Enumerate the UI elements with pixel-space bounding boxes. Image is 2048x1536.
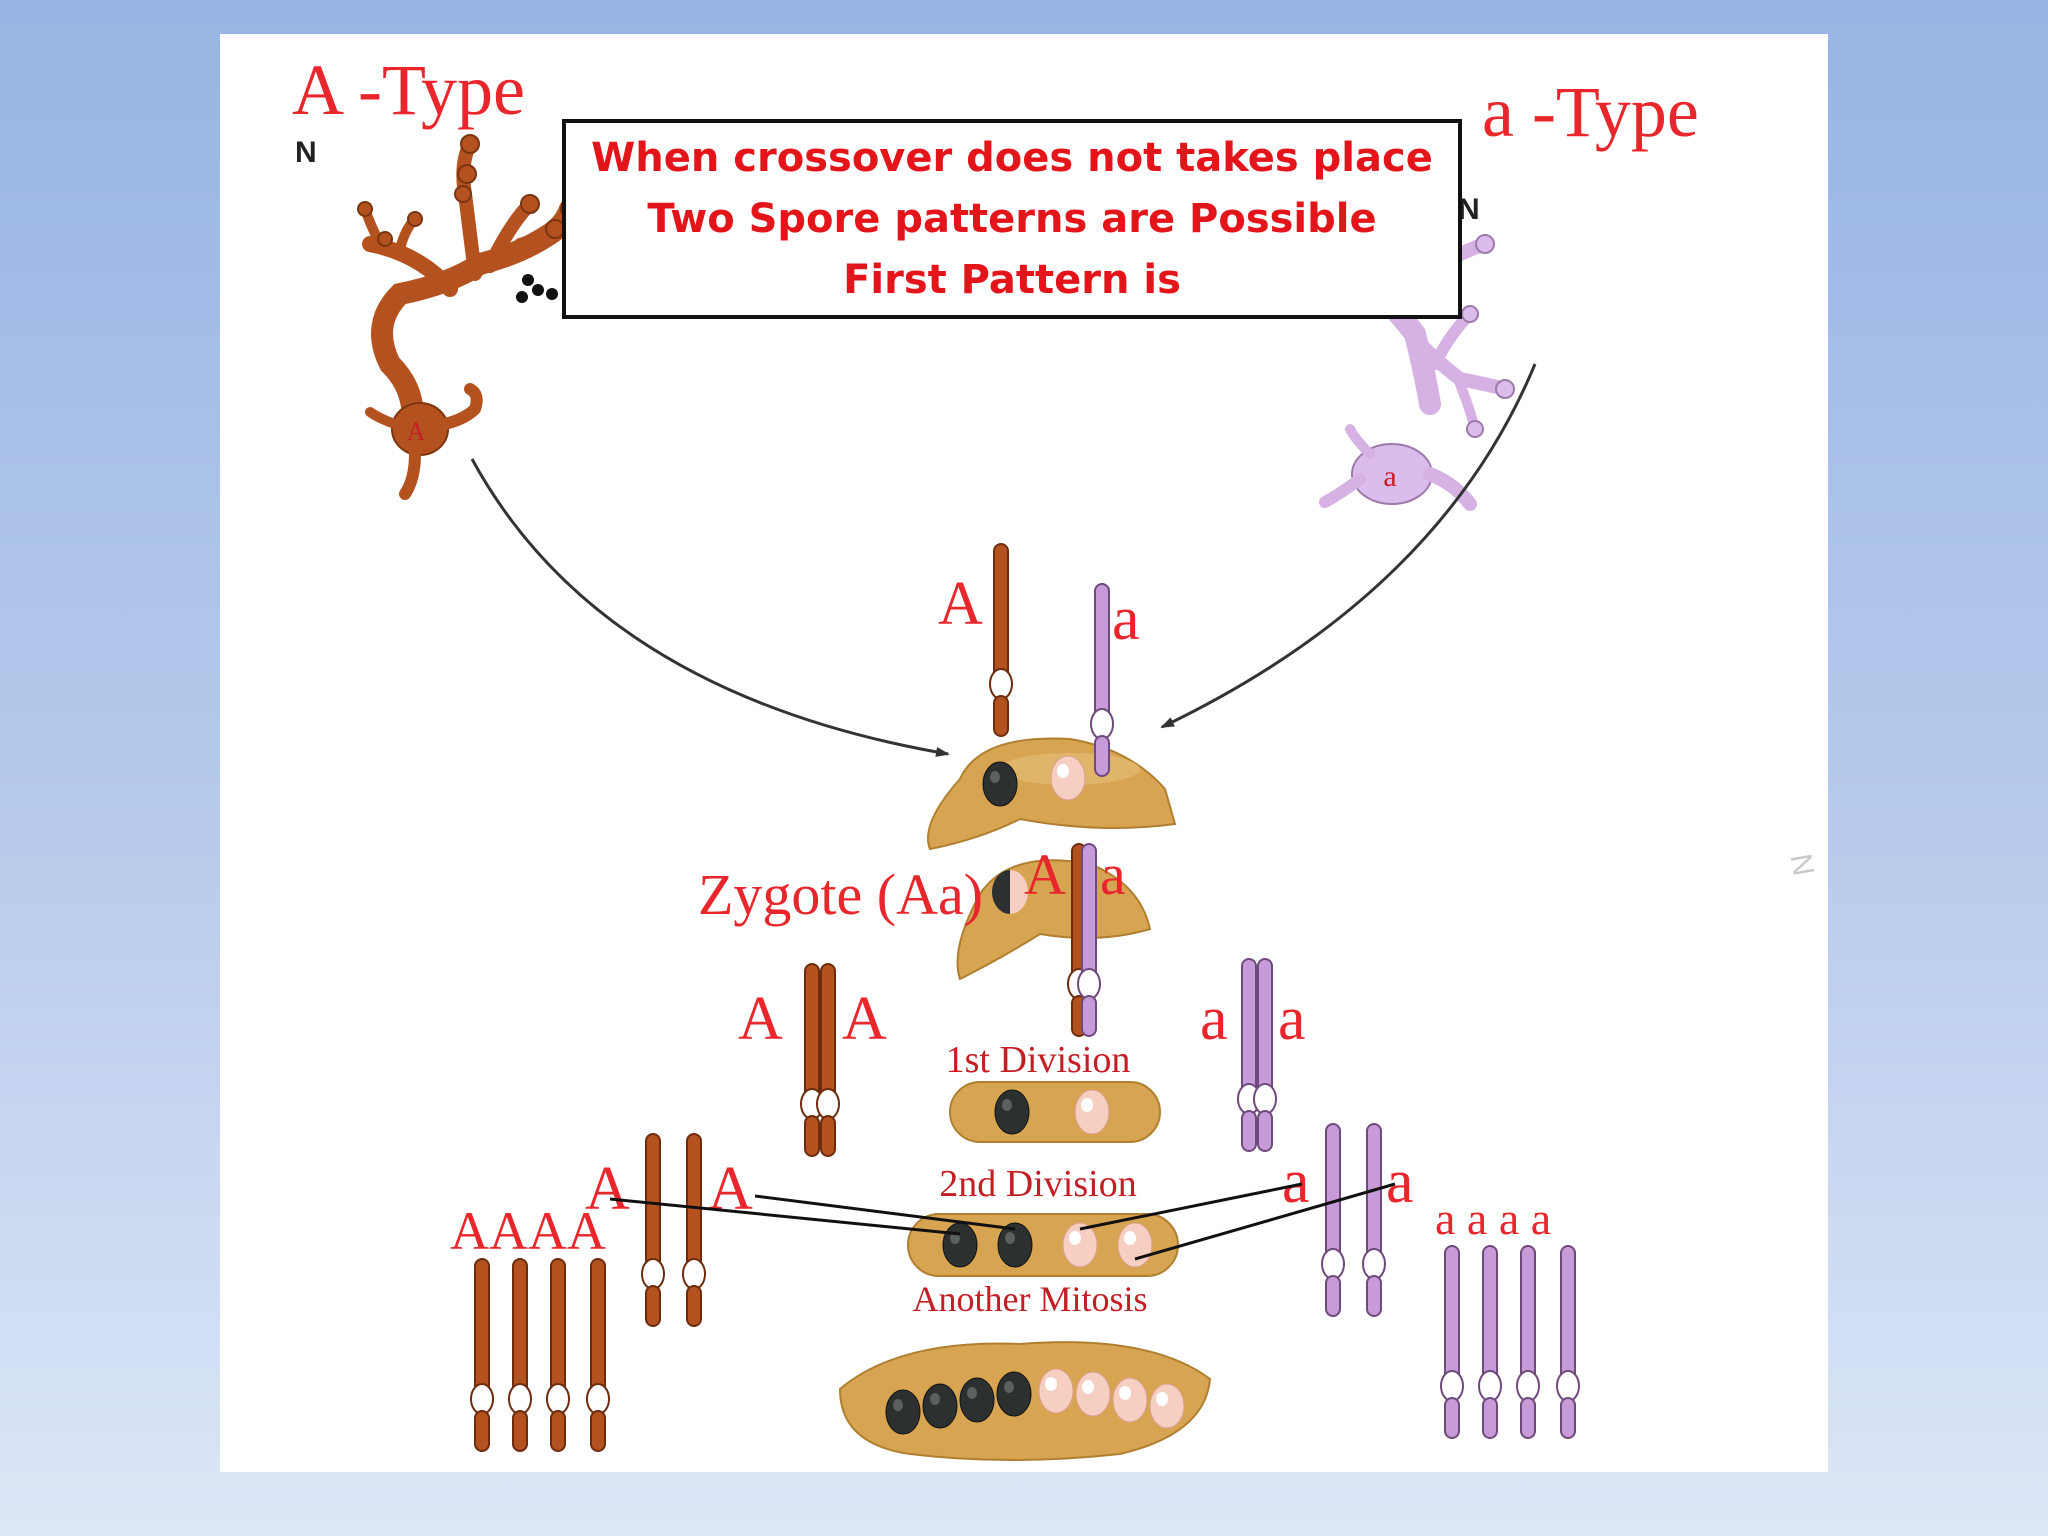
first-division-label: 1st Division — [946, 1039, 1131, 1081]
slide-canvas: A N A -Type a N a -Type — [220, 34, 1828, 1472]
final-chromosome-a2 — [1478, 1245, 1502, 1439]
arrow-from-a-type — [470, 458, 950, 757]
final-chromosome-a1 — [1440, 1245, 1464, 1439]
final-chromosome-a4 — [1556, 1245, 1580, 1439]
chromosome-label-div2-A1: A — [585, 1155, 630, 1223]
div2-chromosome-A2 — [682, 1133, 706, 1327]
mitosis-label: Another Mitosis — [912, 1279, 1147, 1319]
div2-chromosome-a1 — [1321, 1123, 1345, 1317]
chromosome-label-top-a: a — [1112, 585, 1140, 653]
final-chromosome-A1 — [470, 1258, 494, 1452]
ploidy-label-left: N — [295, 136, 317, 169]
margin-mark: N — [1784, 851, 1820, 878]
chromosome-label-div1-A1: A — [738, 985, 783, 1053]
zygote-aa-ascus — [956, 859, 1152, 981]
chromosome-label-zygote-A: A — [1024, 842, 1066, 907]
nucleus-label-a: a — [1383, 460, 1396, 493]
first-division-ascus — [949, 1081, 1161, 1143]
final-chromosome-a3 — [1516, 1245, 1540, 1439]
info-line-1: When crossover does not takes place — [591, 134, 1433, 181]
info-line-2: Two Spore patterns are Possible — [647, 195, 1377, 242]
zygote-ascus — [927, 737, 1177, 851]
chromosome-label-div1-a1: a — [1200, 985, 1228, 1053]
arrow-from-a-small-type — [1160, 363, 1537, 729]
chromosome-label-top-A: A — [938, 570, 983, 638]
final-label-aaaa: a a a a — [1435, 1193, 1551, 1244]
final-chromosome-A3 — [546, 1258, 570, 1452]
final-chromosome-A2 — [508, 1258, 532, 1452]
life-cycle-diagram: A N A -Type a N a -Type — [292, 50, 1820, 1461]
ploidy-label-right: N — [1458, 193, 1480, 226]
chromosome-label-div1-A2: A — [842, 985, 887, 1053]
chromosome-label-div2-a2: a — [1386, 1148, 1414, 1216]
zygote-aa-chromosome-a — [1077, 843, 1101, 1037]
div2-chromosome-a2 — [1362, 1123, 1386, 1317]
a-type-title: A -Type — [292, 50, 525, 130]
info-line-3: First Pattern is — [843, 256, 1181, 303]
final-chromosome-A4 — [586, 1258, 610, 1452]
second-division-ascus — [907, 1213, 1179, 1277]
div2-chromosome-A1 — [641, 1133, 665, 1327]
final-ascus-eight-spores — [838, 1341, 1212, 1461]
nucleus-label-A: A — [407, 417, 426, 446]
div1-chromosome-A1 — [800, 963, 824, 1157]
chromosome-label-zygote-a: a — [1100, 842, 1126, 907]
zygote-label: Zygote (Aa) — [698, 862, 983, 927]
a-small-type-title: a -Type — [1482, 72, 1699, 152]
div1-chromosome-a2 — [1253, 958, 1277, 1152]
zygote-chromosome-a — [1090, 583, 1114, 777]
second-division-label: 2nd Division — [939, 1163, 1136, 1205]
crossover-info-box: When crossover does not takes place Two … — [562, 119, 1462, 319]
chromosome-label-div2-a1: a — [1282, 1148, 1310, 1216]
zygote-chromosome-A — [989, 543, 1013, 737]
div1-chromosome-A2 — [816, 963, 840, 1157]
div1-chromosome-a1 — [1237, 958, 1261, 1152]
connector-lines — [609, 1182, 1396, 1261]
chromosome-label-div1-a2: a — [1278, 985, 1306, 1053]
final-label-AAAA: AAAA — [450, 1201, 606, 1261]
a-type-mold-illustration — [357, 134, 581, 500]
